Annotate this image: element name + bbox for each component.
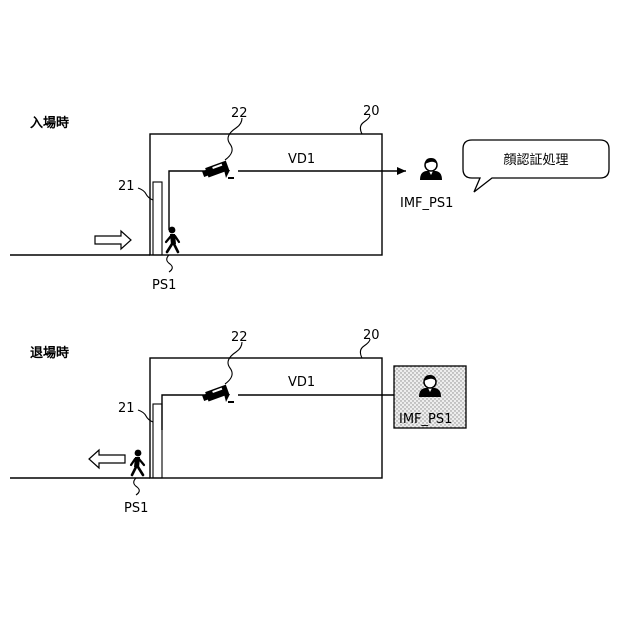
exit-scene: 退場時 20 21 PS1 22 VD1 IMF_PS1 xyxy=(10,328,466,516)
exit-face-image-label: IMF_PS1 xyxy=(399,412,452,427)
entry-face-avatar-icon xyxy=(420,158,442,180)
exit-camera-icon xyxy=(201,385,234,403)
exit-camera-view-line xyxy=(162,395,208,430)
entry-gate-leader xyxy=(138,188,153,200)
entry-video-label: VD1 xyxy=(288,152,315,167)
exit-video-label: VD1 xyxy=(288,375,315,390)
entry-room xyxy=(150,134,382,255)
entry-gate-ref: 21 xyxy=(118,179,135,194)
exit-direction-arrow xyxy=(89,450,125,468)
exit-gate-ref: 21 xyxy=(118,401,135,416)
exit-person-leader xyxy=(134,478,140,495)
exit-gate-leader xyxy=(138,410,153,422)
exit-camera-ref: 22 xyxy=(231,330,248,345)
entry-speech-text: 顔認証処理 xyxy=(503,152,568,168)
entry-face-image-label: IMF_PS1 xyxy=(400,196,453,211)
exit-room xyxy=(150,358,382,478)
entry-gate xyxy=(153,182,162,255)
entry-direction-arrow xyxy=(95,231,131,249)
entry-camera-view-line xyxy=(169,171,208,230)
entry-header: 入場時 xyxy=(30,115,69,131)
exit-header: 退場時 xyxy=(30,345,69,361)
entry-room-ref: 20 xyxy=(363,104,380,119)
entry-person-label: PS1 xyxy=(152,278,176,293)
exit-room-ref: 20 xyxy=(363,328,380,343)
entry-camera-ref: 22 xyxy=(231,106,248,121)
entry-camera-leader xyxy=(225,118,242,160)
exit-camera-leader xyxy=(225,342,242,384)
entry-scene: 入場時 20 21 PS1 22 VD1 IMF_PS1 顔認証処理 xyxy=(10,104,609,293)
exit-person-label: PS1 xyxy=(124,501,148,516)
entry-person-leader xyxy=(167,255,173,272)
exit-gate xyxy=(153,404,162,478)
entry-person-icon xyxy=(166,227,179,252)
exit-person-icon xyxy=(131,450,144,475)
entry-camera-icon xyxy=(201,161,234,179)
